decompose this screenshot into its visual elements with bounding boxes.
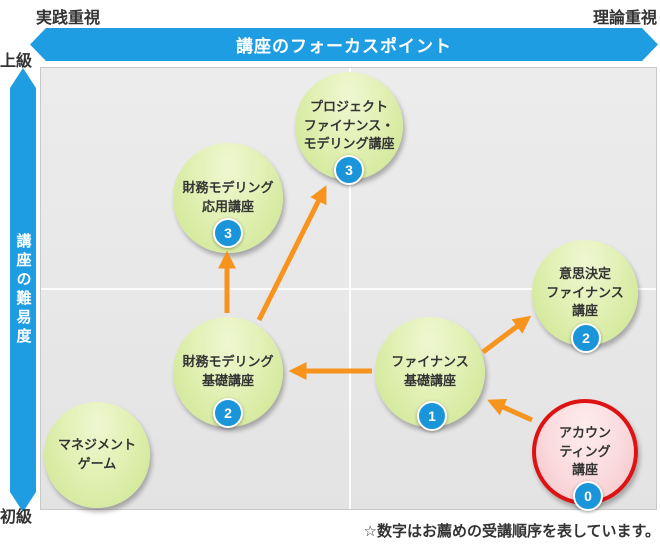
footnote: ☆数字はお薦めの受講順序を表しています。 [363, 523, 660, 540]
course-node-management-game[interactable]: マネジメント ゲーム [44, 402, 150, 508]
difficulty-axis-arrow: 講座の難易度 [10, 68, 36, 512]
focus-axis-banner: 講座のフォーカスポイント [30, 28, 658, 61]
course-node-finance-basic[interactable]: ファイナンス 基礎講座 1 [375, 317, 485, 431]
course-label: プロジェクト ファイナンス・ モデリング講座 [303, 98, 395, 152]
axis-label-beginner: 初級 [0, 509, 33, 526]
banner-title: 講座のフォーカスポイント [236, 37, 452, 56]
order-badge: 1 [417, 401, 447, 431]
course-label: 財務モデリング 応用講座 [182, 180, 274, 214]
gridline-horizontal [41, 288, 656, 290]
order-badge: 3 [213, 218, 243, 248]
difficulty-axis-label: 講座の難易度 [14, 233, 32, 347]
axis-label-theory: 理論重視 [592, 10, 657, 27]
order-badge: 3 [334, 155, 364, 185]
order-badge: 2 [213, 398, 243, 428]
course-label: 財務モデリング 基礎講座 [182, 354, 274, 388]
course-label: 意思決定 ファイナンス 講座 [546, 265, 624, 319]
order-badge: 0 [573, 481, 603, 511]
course-node-financial-modeling-basic[interactable]: 財務モデリング 基礎講座 2 [173, 317, 283, 428]
order-badge: 2 [571, 323, 601, 353]
course-label: マネジメント ゲーム [57, 437, 136, 471]
course-node-decision-finance[interactable]: 意思決定 ファイナンス 講座 2 [532, 240, 638, 353]
course-node-financial-modeling-advanced[interactable]: 財務モデリング 応用講座 3 [173, 143, 283, 253]
axis-label-advanced: 上級 [0, 53, 33, 70]
course-label: ファイナンス 基礎講座 [391, 354, 469, 388]
course-node-project-finance-modeling[interactable]: プロジェクト ファイナンス・ モデリング講座 3 [295, 72, 403, 185]
course-label: アカウン ティング 講座 [558, 424, 611, 478]
course-node-accounting[interactable]: アカウン ティング 講座 0 [532, 399, 638, 511]
axis-label-practice: 実践重視 [36, 10, 101, 27]
